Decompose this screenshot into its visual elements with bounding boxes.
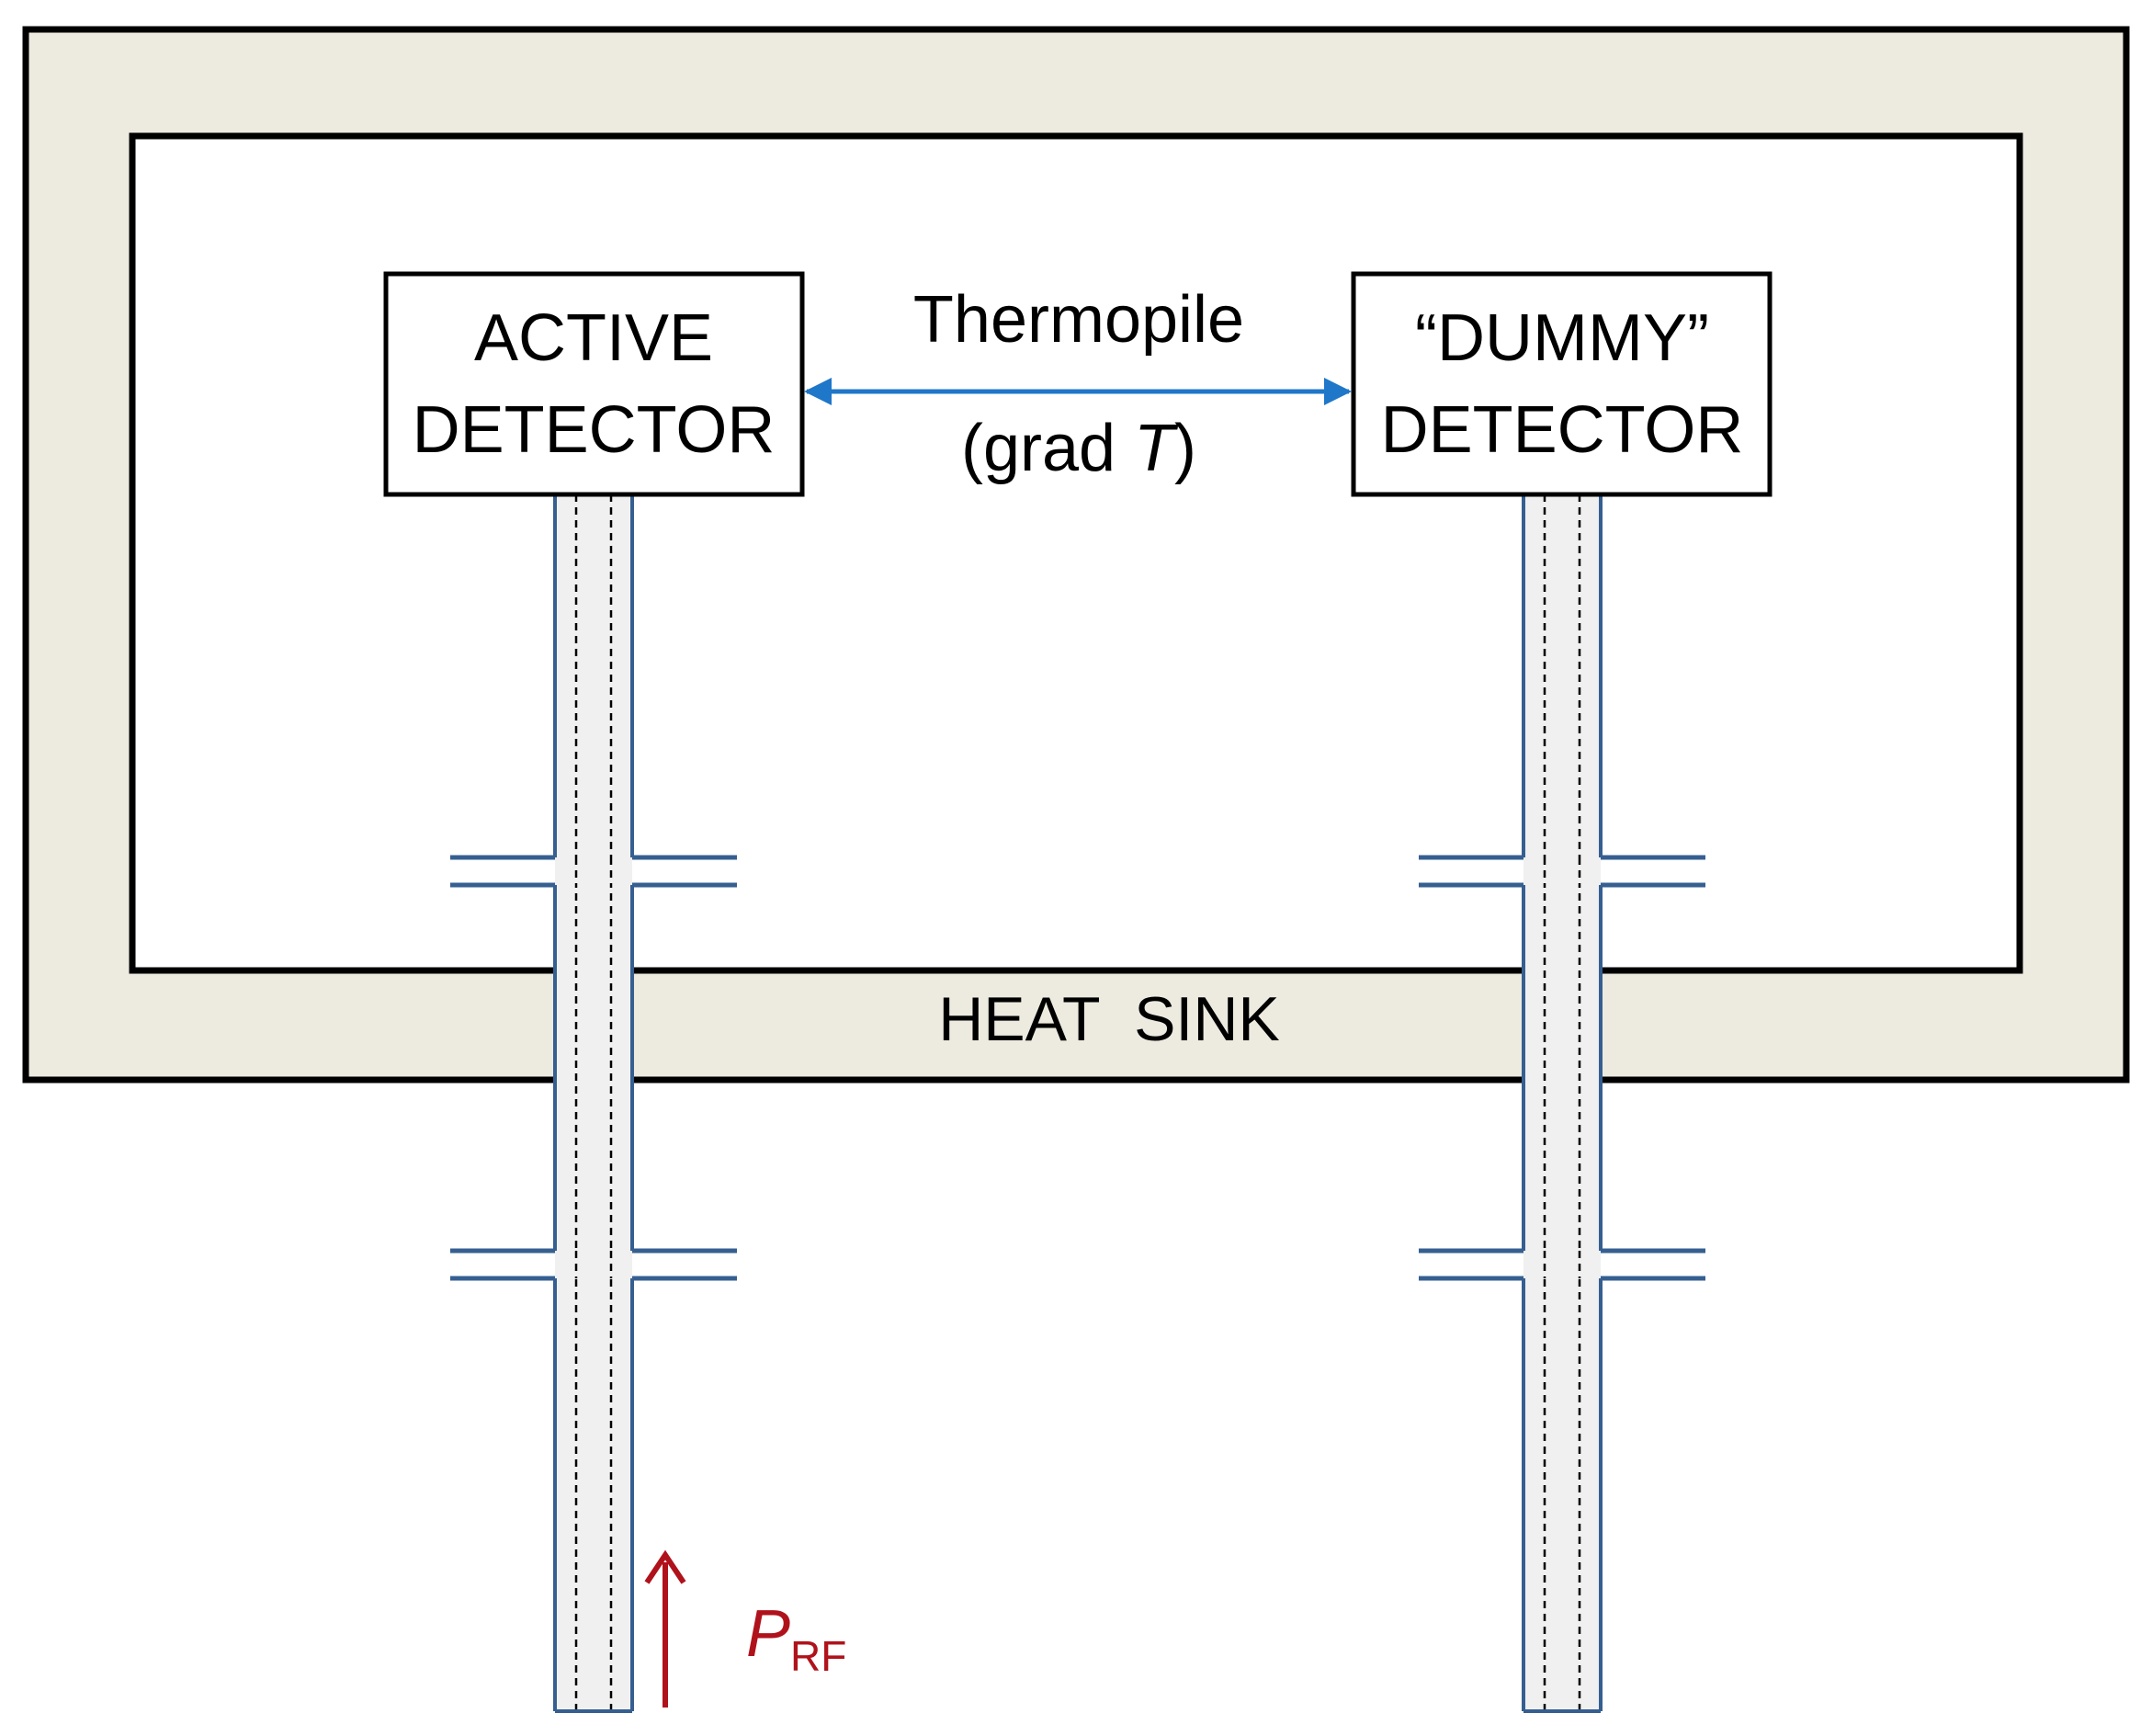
dummy-detector-line1: “DUMMY” [1415,301,1709,375]
flange-icon [1419,1248,1705,1281]
flange-icon [1419,855,1705,888]
dummy-transmission-line [1419,494,1705,1713]
heat-sink-label: HEAT SINK [938,984,1280,1054]
thermopile-label: Thermopile [913,283,1244,357]
dummy-detector-line2: DETECTOR [1381,393,1744,467]
flange-icon [450,855,737,888]
up-arrow-icon [644,1549,686,1708]
active-transmission-line [450,494,737,1713]
dummy-detector-box: “DUMMY” DETECTOR [1351,271,1773,497]
active-detector-line2: DETECTOR [413,393,776,467]
active-detector-box: ACTIVE DETECTOR [383,271,805,497]
inner-enclosure [129,132,2023,974]
flange-icon [450,1248,737,1281]
gradient-label: (grad T) [961,412,1196,485]
rf-power-label: PRF [746,1597,846,1680]
active-detector-line1: ACTIVE [474,301,713,375]
